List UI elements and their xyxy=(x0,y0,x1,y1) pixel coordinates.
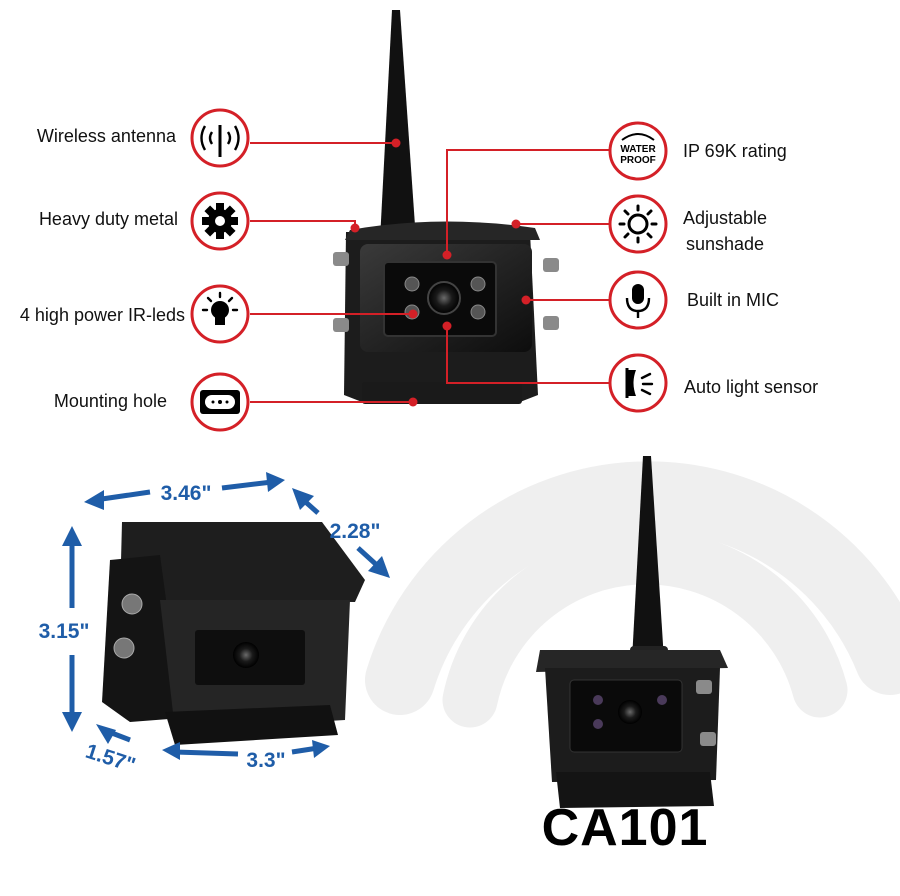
mounting-hole-icon xyxy=(190,372,250,432)
feature-label-sunshade-line1: Adjustable xyxy=(682,208,768,228)
dimension-depth-bottom-label: 1.57" xyxy=(83,740,138,778)
light-bulb-icon xyxy=(190,284,250,344)
light-sensor-icon xyxy=(608,353,668,413)
feature-label-ip69k: IP 69K rating xyxy=(683,141,787,161)
gear-icon xyxy=(190,191,250,251)
callout-dots xyxy=(350,138,531,407)
waterproof-badge-icon: WATER PROOF xyxy=(608,121,668,181)
camera-dimension-view xyxy=(102,522,365,745)
feature-label-sunshade: Adjustable sunshade xyxy=(678,205,772,257)
antenna-signal-icon xyxy=(190,108,250,168)
model-name: CA101 xyxy=(541,799,709,857)
dimension-arrows xyxy=(62,472,390,760)
dimension-height-label: 3.15" xyxy=(39,620,90,643)
dimension-base-width-label: 3.3" xyxy=(246,749,285,772)
feature-label-heavy-duty-metal: Heavy duty metal xyxy=(38,209,178,229)
sun-icon xyxy=(608,194,668,254)
waterproof-line2: PROOF xyxy=(620,155,656,166)
feature-label-mounting-hole: Mounting hole xyxy=(53,391,167,411)
callout-leader-lines xyxy=(250,142,610,403)
waterproof-line1: WATER xyxy=(620,144,656,155)
camera-product-view xyxy=(536,456,728,808)
feature-label-ir-leds: 4 high power IR-leds xyxy=(19,305,185,325)
dimension-width-label: 3.46" xyxy=(161,482,212,505)
feature-label-sunshade-line2: sunshade xyxy=(685,234,765,254)
feature-label-wireless-antenna: Wireless antenna xyxy=(36,126,176,146)
feature-label-light-sensor: Auto light sensor xyxy=(684,377,819,397)
dimension-depth-top-label: 2.28" xyxy=(330,520,381,543)
microphone-icon xyxy=(608,270,668,330)
feature-label-mic: Built in MIC xyxy=(687,290,780,310)
